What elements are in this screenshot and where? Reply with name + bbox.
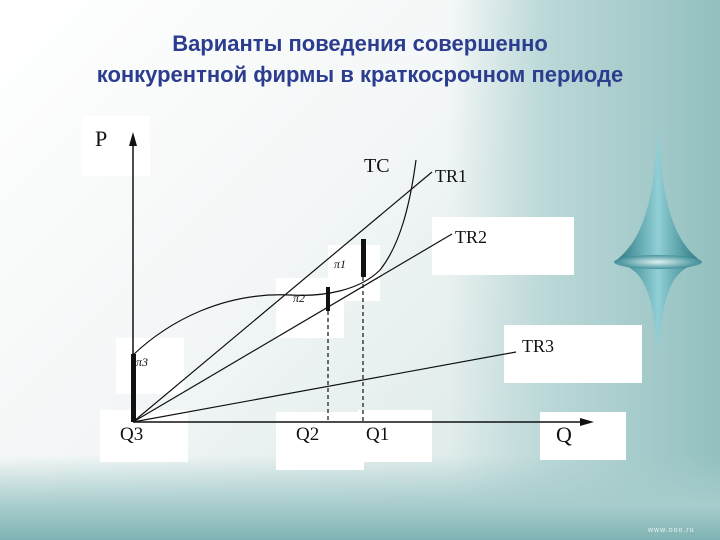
profit-bars [131, 239, 366, 422]
decorative-spike-ornament [614, 128, 702, 350]
tr3-line [132, 351, 517, 423]
q3-label-box [100, 410, 188, 462]
slide-title: Варианты поведения совершенно конкурентн… [10, 28, 710, 90]
pi3-bar [131, 354, 136, 422]
title-line-2: конкурентной фирмы в краткосрочном перио… [96, 62, 624, 87]
tr2-label: TR2 [455, 227, 487, 247]
q2-label: Q2 [296, 424, 319, 445]
tr2-label-box [432, 217, 574, 275]
tr3-label-box [504, 325, 642, 383]
title-line-1: Варианты поведения совершенно [172, 31, 548, 56]
pi2-label: π2 [293, 291, 305, 305]
pi1-bar [361, 239, 366, 277]
p-label-box [82, 116, 150, 176]
x-axis-arrow [580, 418, 594, 426]
pi1-label: π1 [334, 257, 346, 271]
y-axis-arrow [129, 132, 137, 146]
pi3-label-box [116, 338, 184, 394]
q1-label: Q1 [366, 424, 389, 445]
pi2-label-box [276, 278, 344, 338]
output-guides [327, 277, 364, 422]
axis-y-label: P [95, 126, 107, 151]
q2-label-box [276, 412, 364, 470]
tr1-line [132, 171, 433, 423]
watermark: www.ooo.ru [648, 527, 695, 534]
revenue-lines [132, 171, 517, 423]
pi2-bar [326, 287, 330, 311]
q1-label-box [358, 410, 432, 462]
tr1-label: TR1 [435, 166, 467, 186]
axis-x-label: Q [556, 422, 572, 447]
tc-label: TC [364, 155, 390, 177]
q3-label: Q3 [120, 424, 143, 445]
pi3-label: π3 [136, 355, 148, 369]
label-boxes [82, 116, 642, 470]
tr3-label: TR3 [522, 336, 554, 356]
tr2-line [132, 233, 453, 423]
